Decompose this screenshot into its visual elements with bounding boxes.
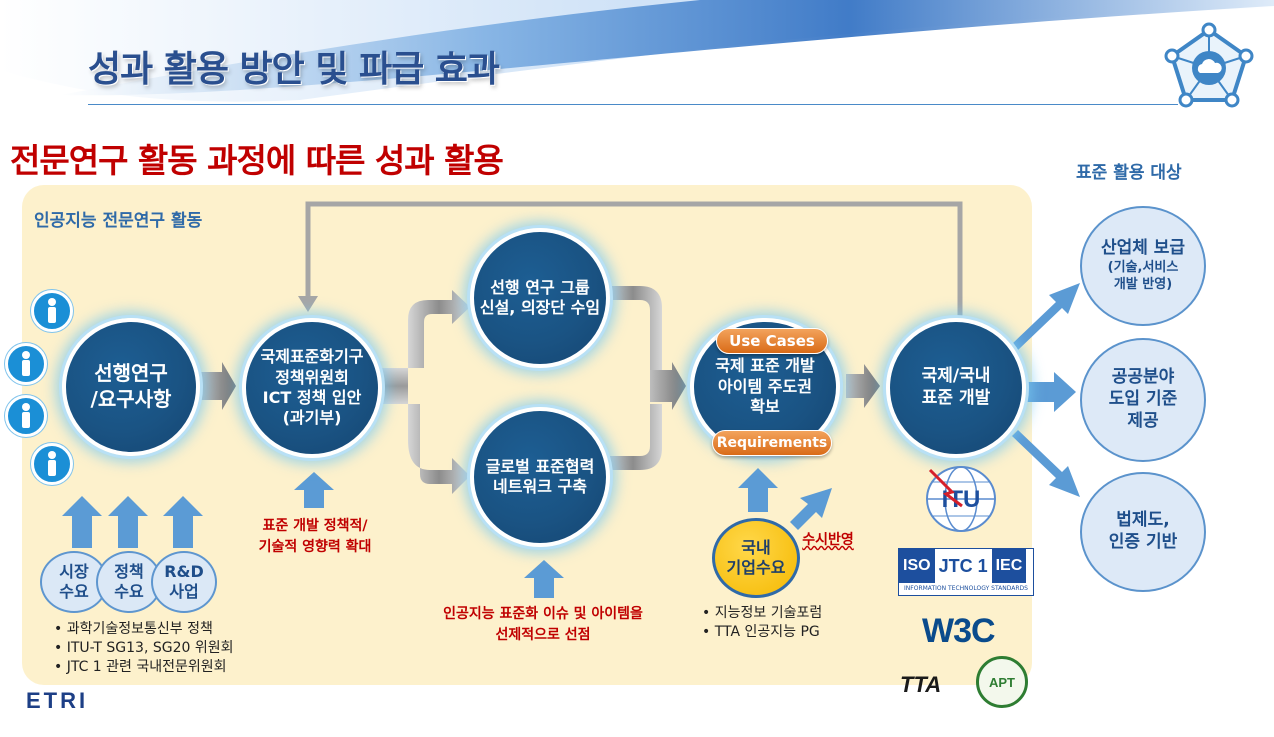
w3c-logo: W3C: [922, 612, 996, 650]
source-market-demand: 시장 수요: [40, 551, 108, 613]
node-prior-research: 선행연구 /요구사항: [62, 318, 200, 456]
list-item: ITU-T SG13, SG20 위원회: [54, 639, 234, 658]
target-industry: 산업체 보급 (기술,서비스 개발 반영): [1080, 206, 1206, 326]
list-item: TTA 인공지능 PG: [702, 623, 822, 642]
domestic-bullet-list: 지능정보 기술포럼 TTA 인공지능 PG: [702, 604, 823, 642]
domestic-demand-circle: 국내 기업수요: [712, 518, 800, 598]
targets-title: 표준 활용 대상: [1076, 163, 1182, 183]
node-policy-committee: 국제표준화기구 정책위원회 ICT 정책 입안 (과기부): [242, 318, 382, 458]
target-legal-certification: 법제도, 인증 기반: [1080, 472, 1206, 592]
itu-logo-text: ITU: [942, 486, 981, 513]
apt-logo-text: APT: [989, 674, 1015, 690]
up-arrows: [62, 468, 832, 598]
iso-caption: INFORMATION TECHNOLOGY STANDARDS: [904, 585, 1028, 592]
policy-effect-note: 표준 개발 정책적/ 기술적 영향력 확대: [258, 518, 372, 555]
header-swoosh: [0, 0, 1274, 102]
iso-text: ISO: [899, 549, 935, 583]
source-bullet-list: 과학기술정보통신부 정책 ITU-T SG13, SG20 위원회 JTC 1 …: [54, 620, 234, 677]
tta-logo: TTA: [900, 672, 942, 697]
target-industry-main: 산업체 보급: [1100, 238, 1186, 259]
target-public-sector: 공공분야 도입 기준 제공: [1080, 338, 1206, 462]
list-item: JTC 1 관련 국내전문위원회: [54, 658, 234, 677]
list-item: 과학기술정보통신부 정책: [54, 620, 234, 639]
page-title: 성과 활용 방안 및 파급 효과: [88, 49, 500, 90]
iso-jtc1-iec-logo: ISO JTC 1 IEC INFORMATION TECHNOLOGY STA…: [898, 548, 1034, 596]
person-icon: [31, 443, 73, 485]
node-global-network: 글로벌 표준협력 네트워크 구축: [470, 407, 610, 547]
node-std-dev: 국제/국내 표준 개발: [886, 318, 1026, 458]
etri-logo: ETRI: [26, 688, 89, 713]
loop-arrowhead: [298, 296, 318, 312]
panel-label: 인공지능 전문연구 활동: [34, 211, 203, 231]
person-icon: [5, 395, 47, 437]
requirements-badge: Requirements: [712, 430, 832, 456]
node-research-group: 선행 연구 그룹 신설, 의장단 수임: [470, 228, 610, 368]
preemptive-note: 인공지능 표준화 이슈 및 아이템을 선제적으로 선점: [443, 606, 643, 643]
iec-text: IEC: [991, 549, 1027, 583]
source-rnd-project: R&D 사업: [151, 551, 217, 613]
realtime-note: 수시반영: [802, 532, 854, 548]
target-industry-sub: (기술,서비스 개발 반영): [1107, 259, 1179, 292]
section-subtitle: 전문연구 활동 과정에 따른 성과 활용: [10, 141, 504, 180]
itu-logo: ITU: [926, 466, 996, 532]
person-icon: [5, 343, 47, 385]
person-icon: [31, 290, 73, 332]
title-divider: [88, 104, 1178, 105]
apt-logo: APT: [976, 656, 1028, 708]
use-cases-badge: Use Cases: [716, 328, 828, 354]
target-arrows: [1012, 283, 1080, 497]
jtc-text: JTC 1: [938, 556, 988, 576]
cloud-network-icon: [1164, 22, 1254, 108]
list-item: 지능정보 기술포럼: [702, 604, 823, 623]
